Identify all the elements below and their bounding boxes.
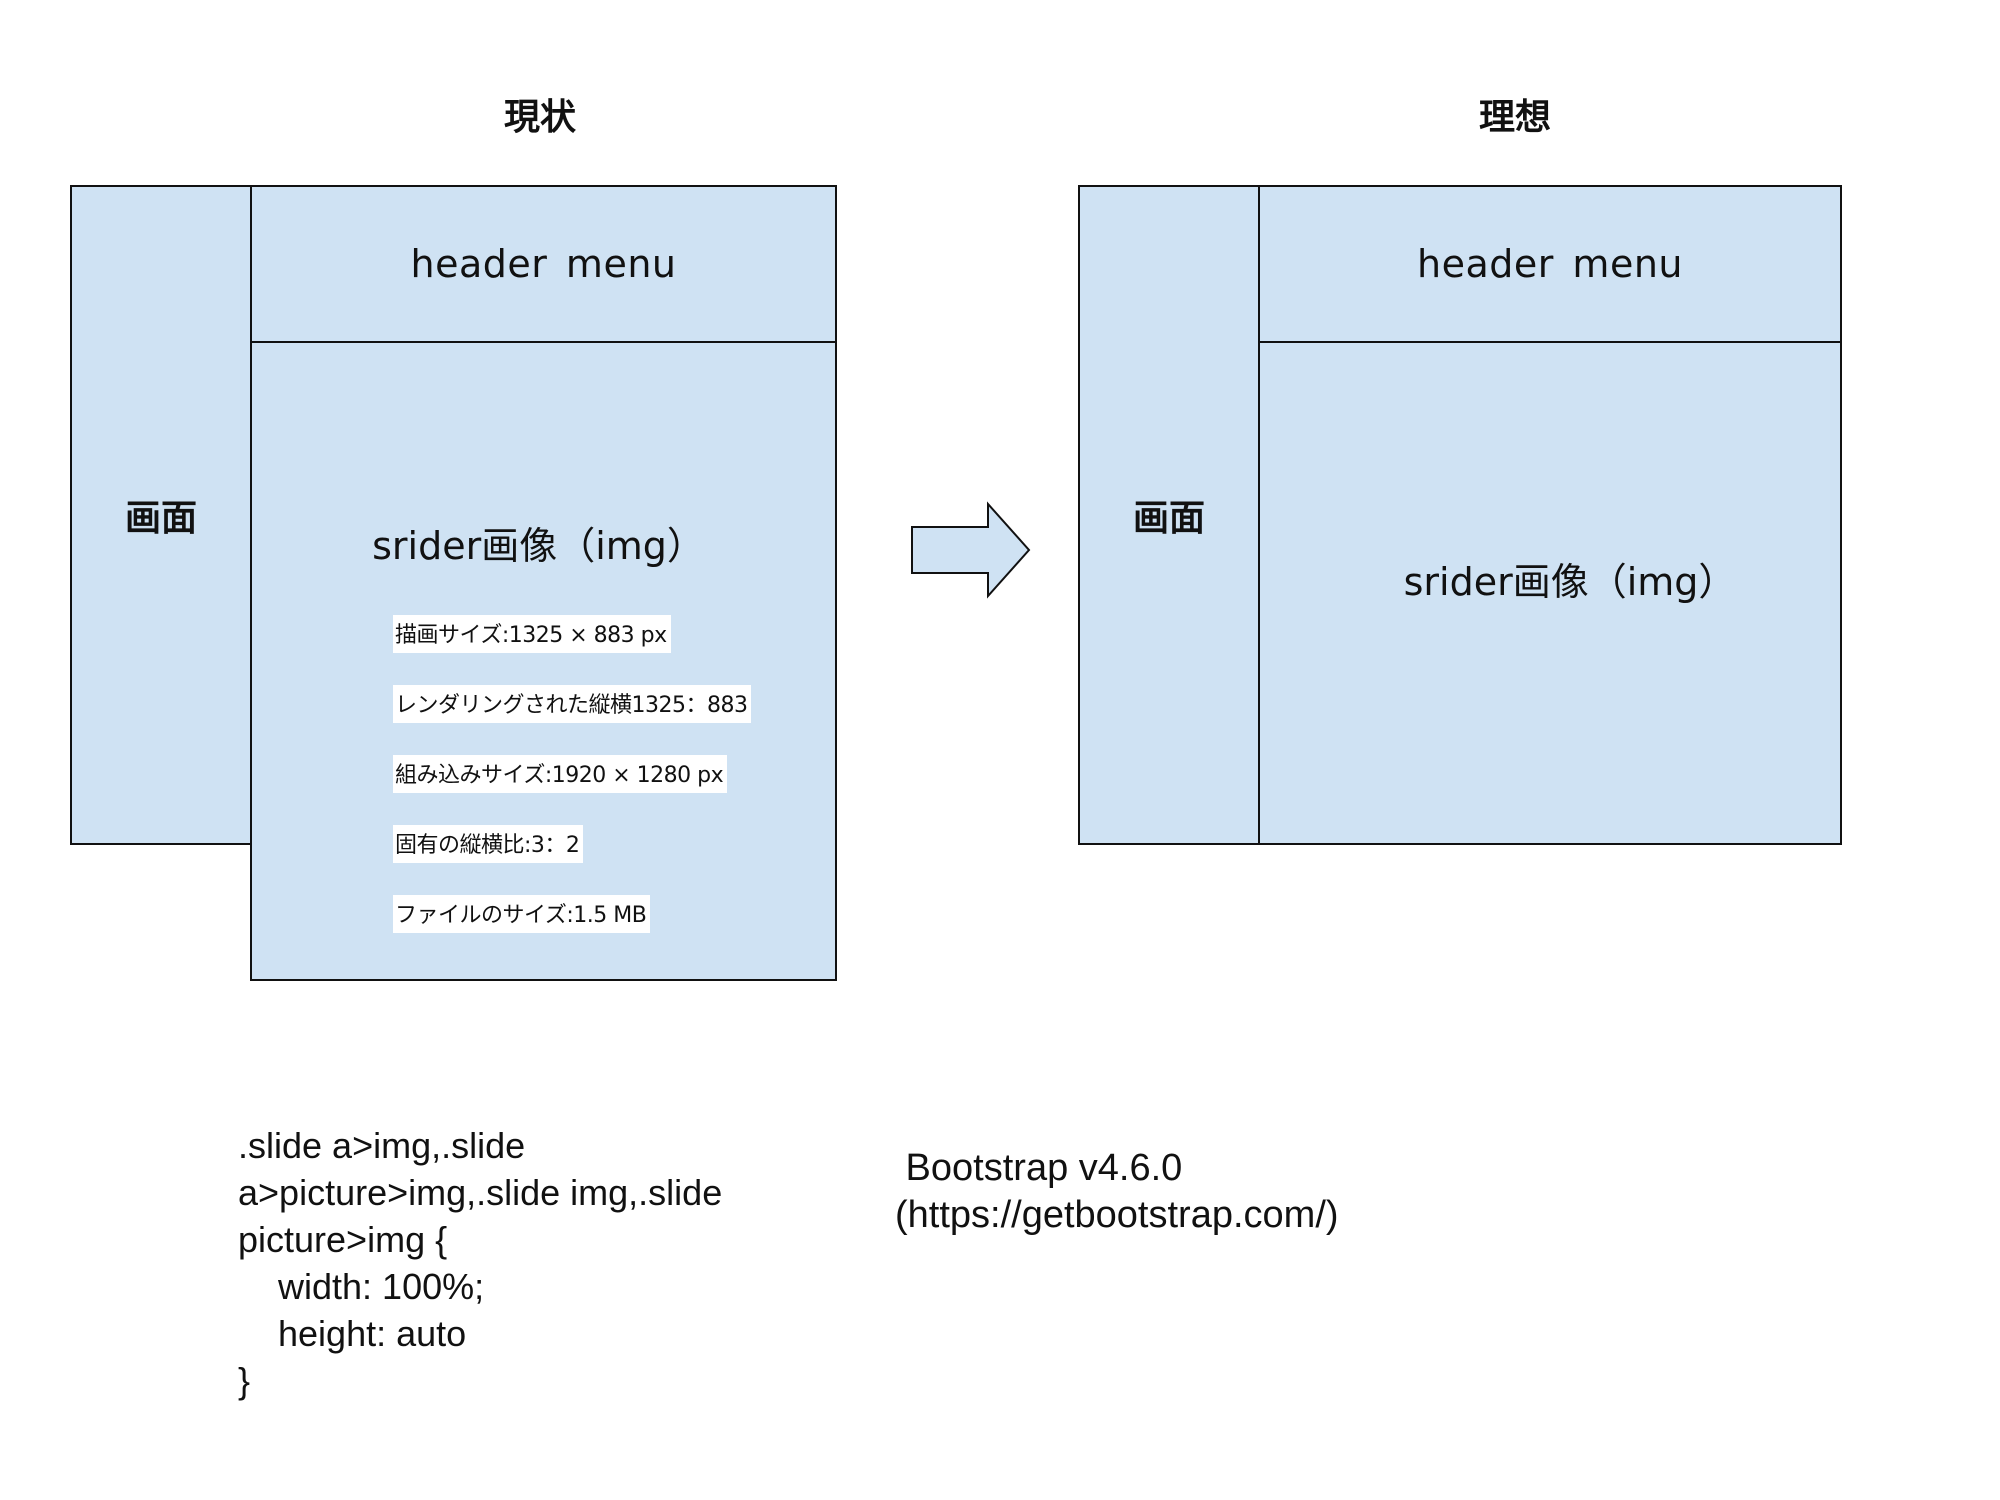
current-slider-image-label: srider画像（img）: [372, 524, 705, 568]
current-header-menu-label: header menu: [410, 242, 677, 286]
current-info-rendered-aspect: レンダリングされた縦横1325：883: [393, 685, 752, 723]
ideal-slider-image-box: srider画像（img）: [1258, 341, 1842, 845]
title-current: 現状: [503, 97, 576, 138]
current-info-render-size: 描画サイズ:1325 × 883 px: [393, 615, 671, 653]
right-arrow-icon: [911, 501, 1031, 599]
current-screen-label: 画面: [124, 498, 197, 539]
ideal-screen-label: 画面: [1132, 498, 1205, 539]
current-screen-box: 画面: [70, 185, 252, 845]
title-ideal: 理想: [1478, 97, 1551, 138]
ideal-header-menu-box: header menu: [1258, 185, 1842, 343]
current-slider-image-box: srider画像（img） 描画サイズ:1325 × 883 px レンダリング…: [250, 341, 837, 981]
ideal-header-menu-label: header menu: [1416, 242, 1683, 286]
current-header-menu-box: header menu: [250, 185, 837, 343]
ideal-screen-box: 画面: [1078, 185, 1260, 845]
current-info-intrinsic-aspect: 固有の縦横比:3：2: [393, 825, 584, 863]
css-code-snippet: .slide a>img,.slide a>picture>img,.slide…: [238, 1125, 723, 1401]
current-info-file-size: ファイルのサイズ:1.5 MB: [393, 895, 651, 933]
ideal-slider-image-label: srider画像（img）: [1403, 559, 1737, 604]
current-info-intrinsic-size: 組み込みサイズ:1920 × 1280 px: [393, 755, 728, 793]
bootstrap-version-note: Bootstrap v4.6.0 (https://getbootstrap.c…: [895, 1147, 1339, 1236]
